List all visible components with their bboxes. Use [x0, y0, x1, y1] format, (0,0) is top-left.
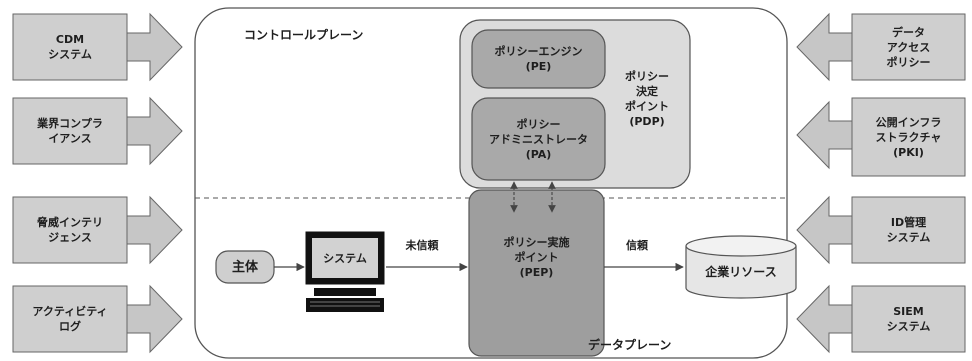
untrusted-label: 未信頼 [405, 238, 439, 252]
right-arrow-3 [796, 195, 853, 265]
left-arrow-2 [126, 96, 183, 166]
right-label-policy: データ アクセス ポリシー [886, 25, 931, 69]
data-plane-title: データプレーン [588, 337, 672, 352]
right-arrow-1 [796, 12, 853, 82]
left-label-compliance: 業界コンプラ イアンス [37, 117, 103, 145]
right-box-pki [851, 97, 966, 177]
pa-label: ポリシー アドミニストレータ (PA) [489, 117, 588, 161]
pe-label: ポリシーエンジン (PE) [494, 45, 583, 73]
pep-label: ポリシー実施 ポイント (PEP) [503, 235, 570, 279]
left-box-compliance [12, 97, 128, 165]
resource-label: 企業リソース [705, 264, 777, 279]
left-arrows [126, 12, 183, 354]
left-label-threat: 脅威インテリ ジェンス [37, 216, 103, 244]
left-box-cdm [12, 13, 128, 81]
computer-icon [305, 231, 385, 312]
left-arrow-4 [126, 284, 183, 354]
control-plane-title: コントロールプレーン [244, 27, 364, 42]
right-box-id [851, 196, 966, 264]
left-arrow-3 [126, 195, 183, 265]
trusted-label: 信頼 [626, 238, 648, 252]
left-box-threat [12, 196, 128, 264]
resource-cylinder [685, 235, 797, 299]
left-input-boxes [12, 13, 128, 353]
pdp-label: ポリシー 決定 ポイント (PDP) [625, 70, 669, 128]
right-label-id: ID管理 システム [886, 216, 931, 244]
system-label: システム [323, 251, 367, 265]
left-arrow-1 [126, 12, 183, 82]
right-arrow-4 [796, 284, 853, 354]
subject-label: 主体 [231, 259, 258, 275]
right-label-pki: 公開インフラ ストラクチャ (PKI) [875, 115, 942, 159]
pa-box [471, 97, 606, 181]
right-arrows [796, 12, 853, 354]
pep-box [468, 189, 605, 357]
left-label-cdm: CDM システム [48, 33, 92, 61]
right-input-boxes [851, 13, 966, 353]
right-box-siem [851, 285, 966, 353]
pe-box [471, 29, 606, 89]
left-label-activity: アクティビティ ログ [32, 305, 108, 333]
right-arrow-2 [796, 100, 853, 170]
left-box-activity [12, 285, 128, 353]
right-label-siem: SIEM システム [886, 305, 931, 333]
